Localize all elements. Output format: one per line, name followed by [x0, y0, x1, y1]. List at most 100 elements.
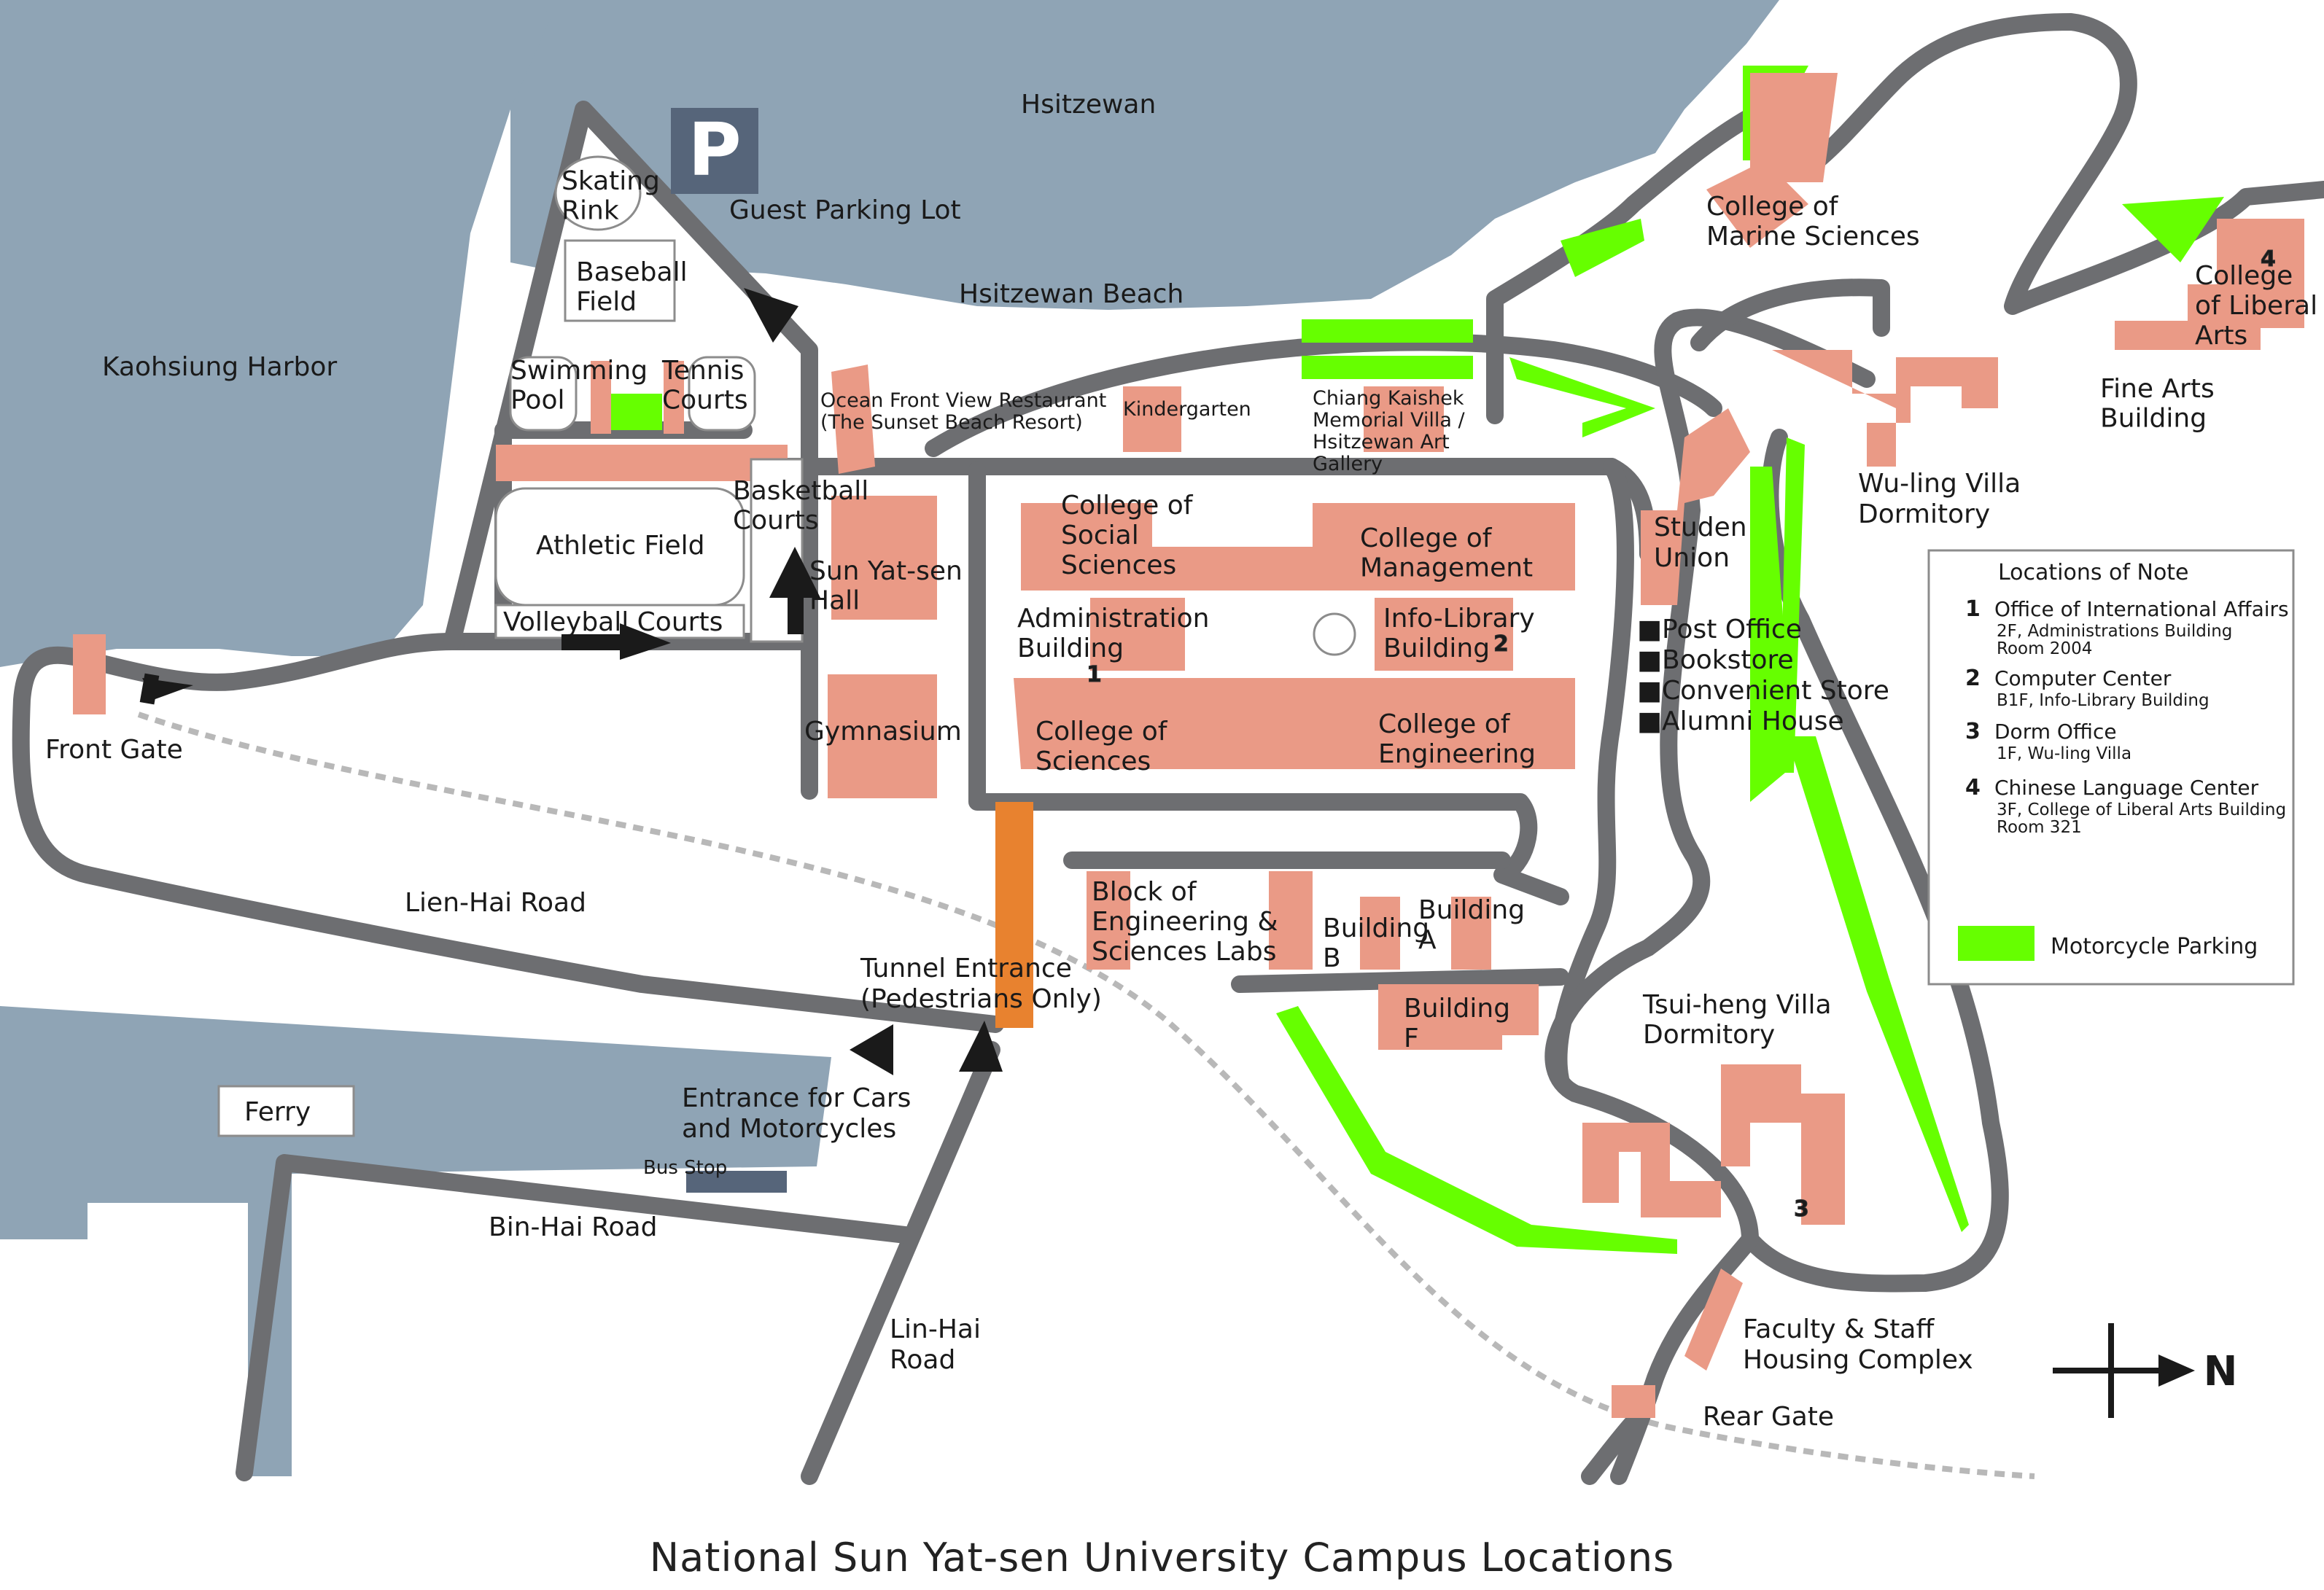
arrow-volleyball: [620, 623, 671, 660]
building-f-road: [1231, 968, 1569, 993]
legend-item-3-marker: 3: [1965, 719, 1981, 744]
legend-item-1-name: Office of International Affairs: [1994, 597, 2289, 621]
lin-hai-road: [801, 1041, 1000, 1485]
parking-east: [1509, 357, 1655, 437]
water: [0, 0, 1779, 1476]
marine-sciences: [1750, 73, 1838, 182]
legend-item-2-detail: B1F, Info-Library Building: [1997, 691, 2210, 710]
kindergarten: [1123, 386, 1181, 452]
legend-box: [1927, 549, 2295, 986]
label-gymnasium: Gymnasium: [804, 717, 962, 747]
compass-north: N: [2204, 1348, 2238, 1395]
label-restaurant: Ocean Front View Restaurant(The Sunset B…: [820, 389, 1106, 434]
student-union: [1641, 408, 1750, 605]
label-union-services: ■Post Office■Bookstore■Convenient Store■…: [1637, 615, 1889, 736]
legend-item-3-name: Dorm Office: [1994, 720, 2117, 744]
dotted-path: [137, 712, 2035, 1479]
circle-plaza: [1313, 612, 1356, 656]
rear-road-2: [1581, 1406, 1649, 1485]
labs-2: [1269, 871, 1313, 970]
liberal-arts: [2115, 219, 2304, 350]
lien-hai-road: [12, 633, 1004, 1033]
label-kindergarten: Kindergarten: [1123, 398, 1251, 421]
label-beach: Hsitzewan Beach: [959, 279, 1184, 309]
legend: [1927, 549, 2295, 986]
legend-parking-swatch: [1958, 926, 2035, 961]
map-caption: National Sun Yat-sen University Campus L…: [649, 1535, 1675, 1581]
compass: N: [2053, 1323, 2237, 1418]
arrow-entrance: [850, 1024, 893, 1075]
arrow-front-gate-shaft: [139, 673, 160, 705]
campus-west: [968, 461, 1569, 905]
label-hsitzewan: Hsitzewan: [1021, 90, 1156, 120]
legend-item-4-name: Chinese Language Center: [1994, 776, 2259, 800]
harbor-water: [0, 0, 551, 667]
arrow-entrance-up: [959, 1021, 1003, 1072]
track-strip: [496, 445, 788, 481]
parking-southwest: [1276, 1006, 1677, 1254]
arrow-basketball: [769, 547, 820, 598]
label-athletic-field: Athletic Field: [536, 531, 705, 561]
label-ferry: Ferry: [244, 1097, 311, 1127]
parking-marine-2: [1561, 219, 1644, 277]
label-binhai-road: Bin-Hai Road: [489, 1212, 657, 1242]
parking-tennis: [611, 394, 662, 430]
building-b: [1360, 897, 1400, 970]
label-rear-gate: Rear Gate: [1703, 1402, 1834, 1432]
land-cut-2: [0, 1203, 88, 1239]
marker-1: 1: [1087, 662, 1102, 687]
parking-east-curve: [1787, 736, 1969, 1232]
labs: [1087, 871, 1130, 970]
building-f: [1378, 984, 1539, 1050]
social-sciences: [1021, 503, 1575, 591]
bus-stop-bar: [685, 1169, 788, 1194]
marker-3: 3: [1794, 1196, 1809, 1222]
building-a: [1451, 897, 1491, 970]
label-tunnel: Tunnel Entrance(Pedestrians Only): [860, 954, 1102, 1014]
label-guest-parking: Guest Parking Lot: [729, 195, 961, 225]
basketball-hall: [831, 496, 937, 620]
parking-sign-letter: P: [688, 107, 741, 192]
marker-4: 4: [2261, 246, 2276, 272]
parking-sign: [671, 108, 758, 194]
ferry-box: [217, 1085, 355, 1137]
legend-item-4-marker: 4: [1965, 775, 1981, 800]
parking-liberal: [2122, 197, 2224, 262]
parking-villa: [1302, 319, 1473, 343]
legend-title: Locations of Note: [1998, 560, 2189, 585]
arrow-volleyball-shaft: [561, 634, 627, 650]
legend-item-3-detail: 1F, Wu-ling Villa: [1997, 744, 2131, 763]
wuling: [1772, 350, 1998, 467]
tennis-strip: [591, 361, 611, 434]
pool: [509, 356, 578, 432]
legend-item-1-marker: 1: [1965, 596, 1981, 622]
rear-gate: [1612, 1385, 1655, 1418]
administration: [1090, 598, 1185, 671]
bin-hai-road: [236, 1154, 920, 1481]
hsitzewan-bay: [510, 0, 1779, 310]
front-gate: [73, 634, 106, 714]
